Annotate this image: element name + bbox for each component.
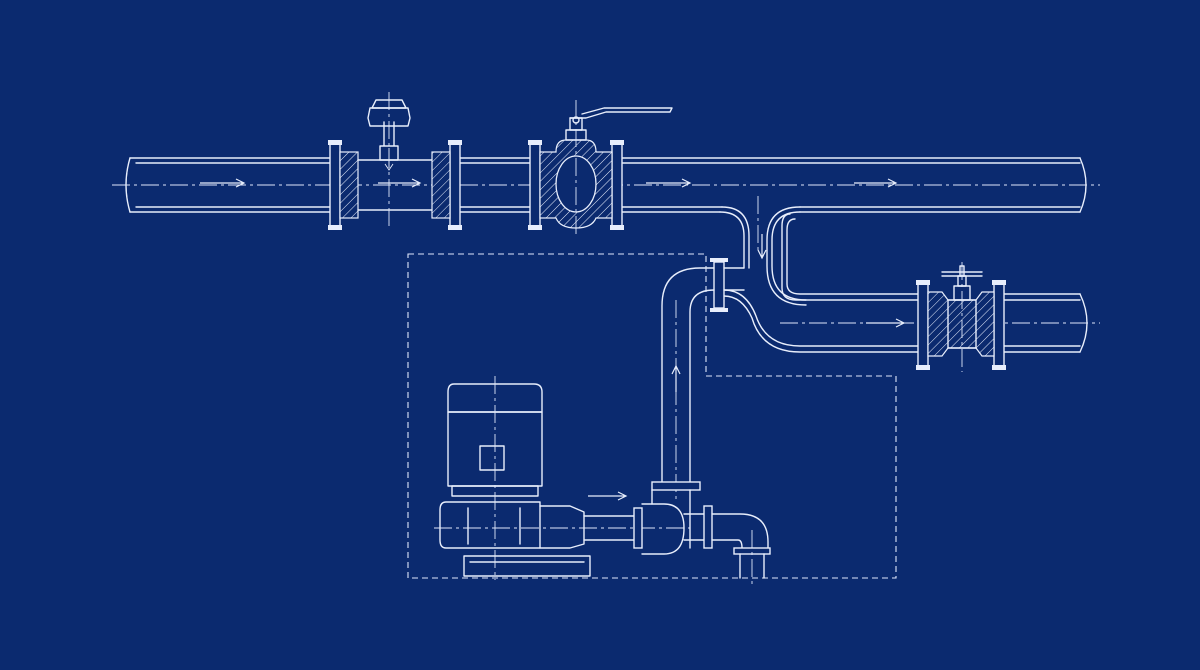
pump-base bbox=[463, 555, 591, 577]
flow-arrow bbox=[200, 178, 898, 188]
gate-valve bbox=[916, 262, 1006, 372]
branch-flange bbox=[710, 258, 745, 312]
motor bbox=[447, 376, 543, 580]
flow-meter bbox=[328, 92, 462, 230]
tee-branch-down bbox=[719, 196, 807, 306]
pump-casing bbox=[434, 491, 690, 549]
lever-handle-icon bbox=[569, 107, 673, 124]
pump-boundary bbox=[407, 253, 897, 579]
pump-outlet bbox=[633, 489, 771, 584]
bypass-line bbox=[723, 213, 1100, 353]
ball-valve bbox=[528, 100, 673, 236]
riser-pipe bbox=[651, 267, 715, 500]
pump-unit bbox=[434, 376, 771, 584]
